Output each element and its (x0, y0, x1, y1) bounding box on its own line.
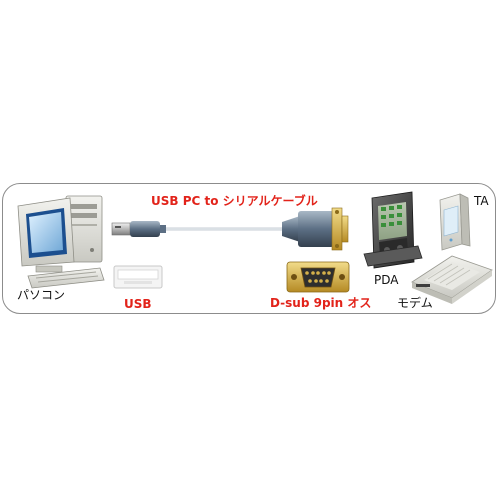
pda-label: PDA (374, 273, 399, 287)
modem-label: モデム (397, 296, 433, 310)
modem-icon (411, 255, 493, 304)
usb-cable-icon (111, 221, 285, 237)
pda-icon (363, 191, 423, 269)
dsub-label: D-sub 9pin オス (270, 296, 372, 310)
ta-label: TA (474, 194, 489, 208)
ta-device-icon (439, 193, 471, 251)
usb-port-icon (113, 265, 163, 289)
cable-title-label: USB PC to シリアルケーブル (151, 194, 318, 208)
pc-label: パソコン (17, 288, 66, 302)
dsub-port-icon (286, 261, 350, 293)
desktop-pc-icon (17, 195, 105, 289)
usb-label: USB (124, 297, 152, 311)
dsub-connector-icon (282, 207, 349, 251)
